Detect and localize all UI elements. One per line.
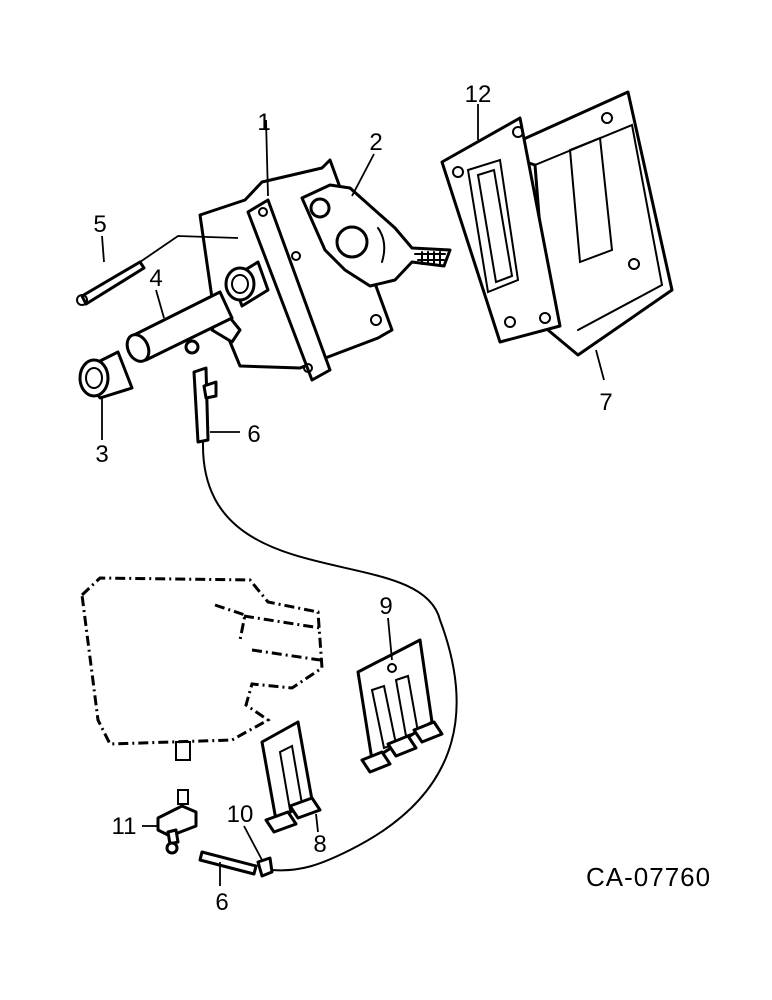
reference-code: CA-07760 xyxy=(586,862,711,892)
callout-6-bottom: 6 xyxy=(215,889,228,916)
callout-10: 10 xyxy=(227,801,254,828)
callout-2: 2 xyxy=(369,129,382,156)
part-8-double-bracket xyxy=(260,720,322,834)
part-6-cable-end-upper xyxy=(184,339,218,444)
leader-lines xyxy=(101,104,605,886)
callouts: 1 2 3 4 5 6 7 8 9 10 11 12 6 xyxy=(93,81,612,916)
part-10-cable-end xyxy=(256,856,274,878)
callout-8: 8 xyxy=(313,831,326,858)
callout-12: 12 xyxy=(465,81,492,108)
part-7-duct-housing xyxy=(493,90,674,357)
part-12-gasket xyxy=(440,116,562,344)
callout-4: 4 xyxy=(149,265,162,292)
part-6-cable-lower xyxy=(165,841,258,876)
callout-11: 11 xyxy=(112,813,137,840)
part-9-triple-bracket xyxy=(356,638,444,774)
control-cable xyxy=(201,441,458,872)
part-11-clamp xyxy=(156,789,198,846)
callout-7: 7 xyxy=(599,389,612,416)
callout-1: 1 xyxy=(257,109,270,136)
part-5-bolt xyxy=(76,235,239,306)
part-3-bushing xyxy=(78,350,134,400)
callout-9: 9 xyxy=(379,593,392,620)
heater-core-housing xyxy=(80,576,324,761)
callout-6-top: 6 xyxy=(247,421,260,448)
callout-5: 5 xyxy=(93,211,106,238)
callout-3: 3 xyxy=(95,441,108,468)
part-2-lever-plate xyxy=(300,183,452,288)
part-4-shaft xyxy=(125,260,270,363)
